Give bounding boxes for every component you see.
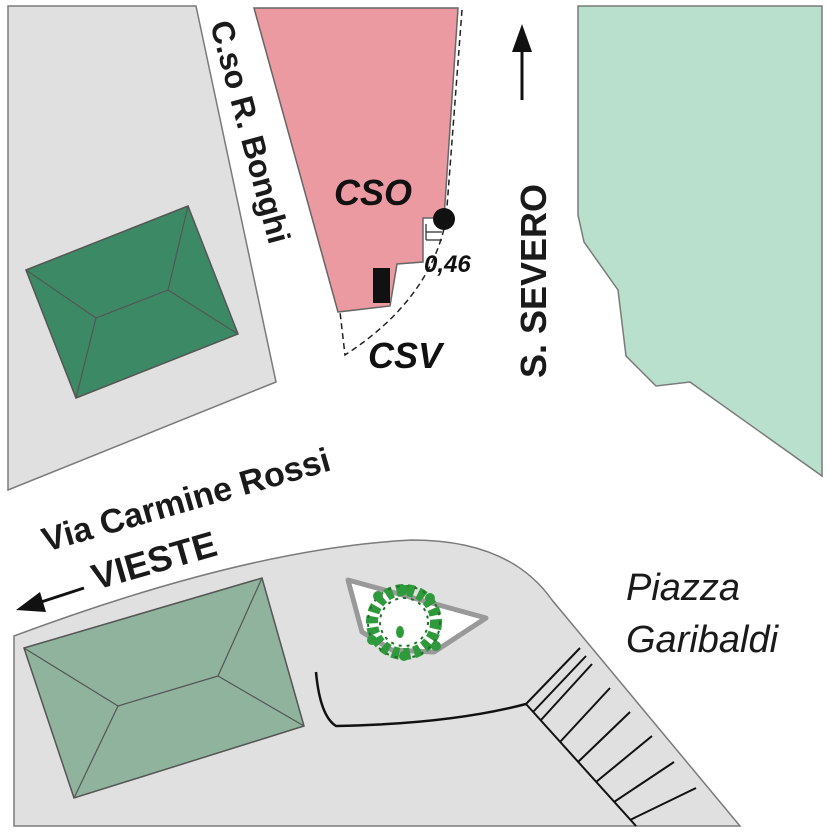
arrow-left-icon	[16, 586, 85, 612]
csv-marker	[373, 268, 390, 303]
bottom-building-roof	[23, 577, 305, 799]
left-building-roof	[25, 205, 239, 399]
cso-label: CSO	[334, 172, 412, 213]
arrow-up-icon	[512, 24, 532, 100]
cso-building	[253, 7, 459, 313]
direction-label-san-severo: S. SEVERO	[513, 184, 554, 378]
piazza-steps	[525, 647, 697, 827]
csv-label: CSV	[368, 335, 445, 376]
piazza-label-line1: Piazza	[626, 567, 740, 609]
shrub-icon	[366, 584, 442, 661]
cso-dashed-outline	[339, 9, 463, 357]
piazza-label-line2: Garibaldi	[626, 619, 780, 661]
measurement-tick	[425, 224, 442, 241]
piazza-path-curve	[314, 671, 527, 728]
distance-label: 0,46	[424, 251, 471, 278]
right-block	[577, 5, 823, 478]
filled-circle-icon	[433, 208, 455, 230]
